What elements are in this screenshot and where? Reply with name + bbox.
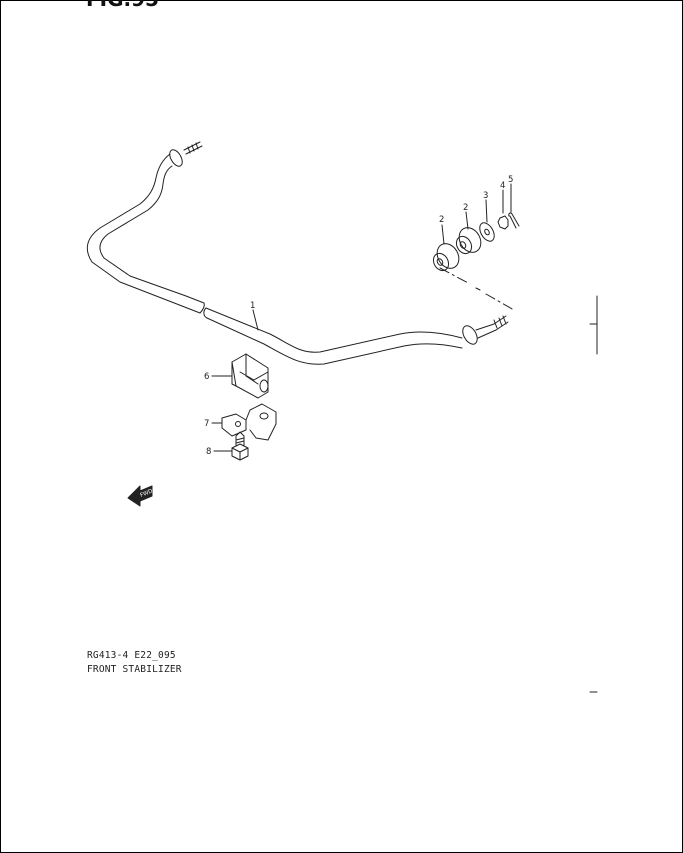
callout-5: 5 — [508, 175, 513, 185]
callout-3: 3 — [483, 191, 488, 201]
callout-8: 8 — [206, 447, 211, 457]
fwd-label: FWD — [140, 488, 154, 498]
callout-1: 1 — [250, 301, 255, 311]
right-thread — [493, 315, 507, 329]
bar-left-outer — [86, 153, 183, 307]
cotter-pin — [508, 212, 520, 229]
callout-6: 6 — [204, 372, 209, 382]
washer — [479, 222, 495, 242]
right-washer — [462, 325, 478, 345]
bushing-lower — [432, 243, 460, 272]
fwd-arrow: FWD — [127, 485, 154, 507]
stabilizer-bushing — [231, 353, 269, 399]
bracket-bolt — [231, 431, 249, 461]
bar-break-right — [203, 307, 208, 319]
callout-7: 7 — [204, 419, 209, 429]
bar-break-left — [199, 302, 205, 314]
bushing-upper — [455, 227, 482, 255]
left-washer — [169, 149, 183, 167]
caption-name: FRONT STABILIZER — [87, 664, 182, 675]
stabilizer-bracket — [221, 403, 277, 441]
callout-4: 4 — [500, 181, 505, 191]
bar-right-outer — [205, 307, 463, 353]
callout-2b: 2 — [463, 203, 468, 213]
assembly-centerline — [439, 267, 515, 311]
bar-left-inner — [99, 165, 187, 297]
stabilizer-bar — [86, 141, 509, 365]
callout-2a: 2 — [439, 215, 444, 225]
figure-title: FIG.95 — [86, 0, 159, 11]
bar-right-inner — [206, 317, 463, 365]
castle-nut — [497, 215, 509, 230]
caption-code: RG413-4 E22_095 — [87, 650, 176, 661]
